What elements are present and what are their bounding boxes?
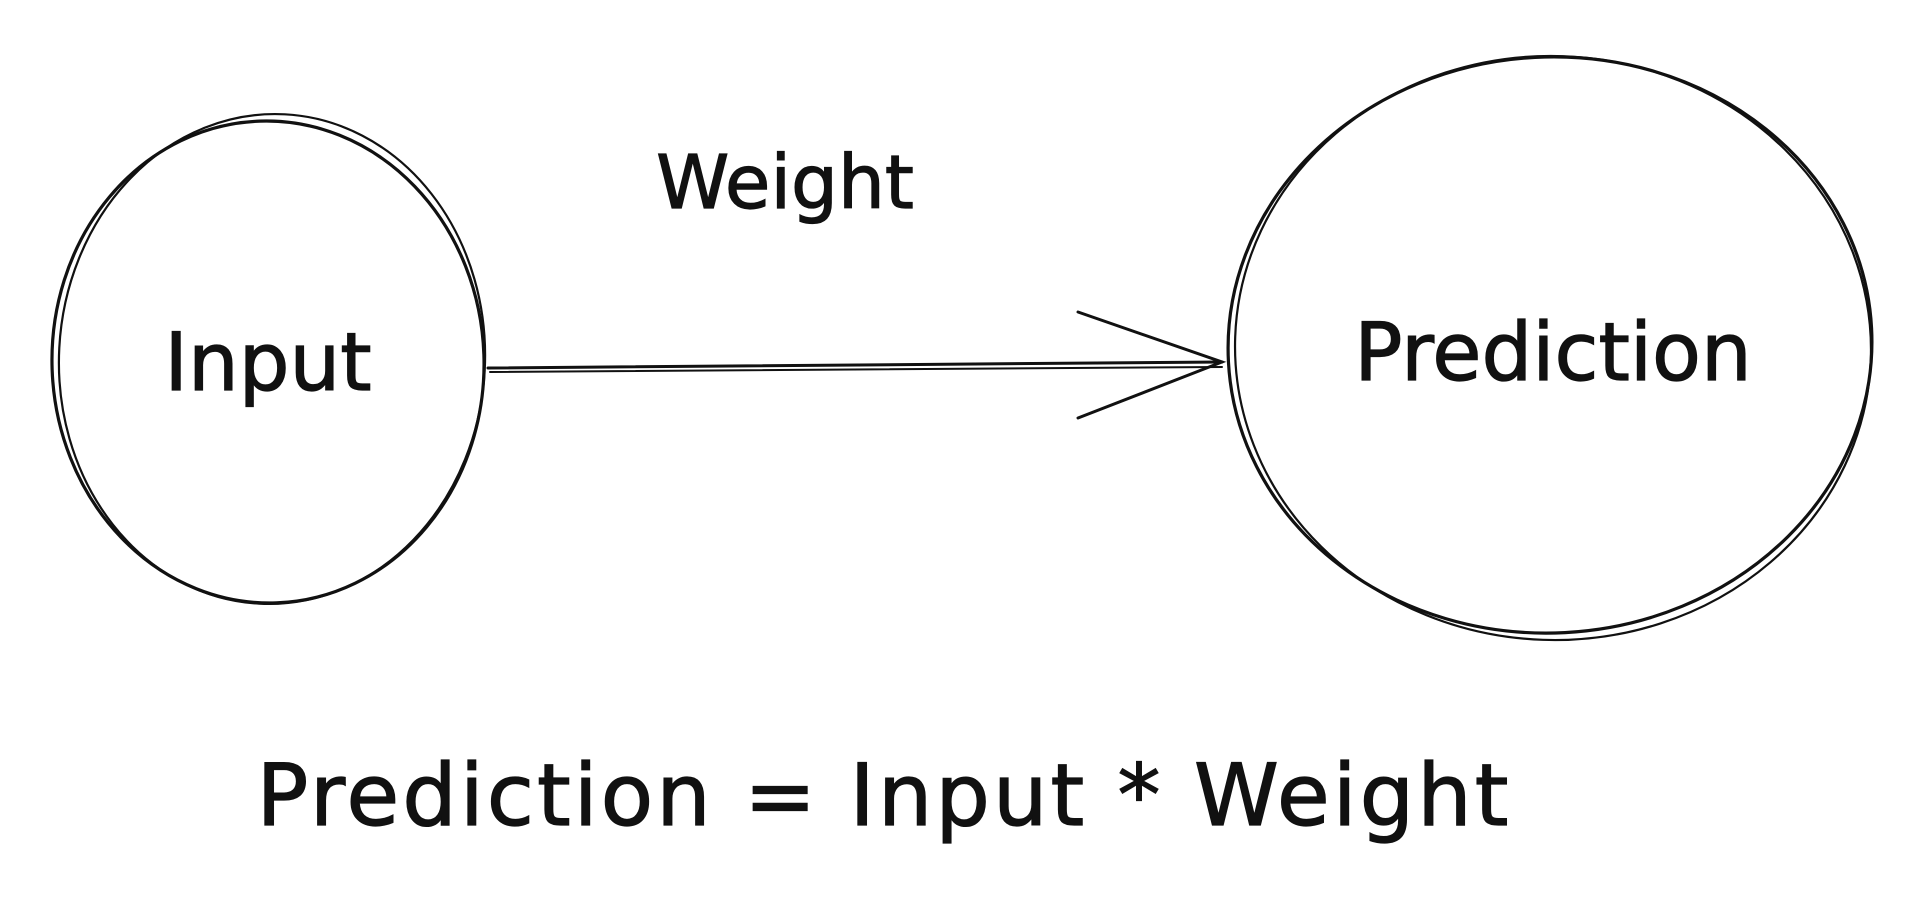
edge-line bbox=[486, 360, 1224, 370]
node-input: Input bbox=[50, 112, 487, 606]
node-input-circle-stroke2 bbox=[57, 112, 487, 606]
node-input-label: Input bbox=[164, 316, 371, 409]
edge-line-stroke2 bbox=[489, 366, 1223, 373]
arrowhead-icon bbox=[1076, 310, 1227, 420]
node-prediction: Prediction bbox=[1226, 54, 1874, 642]
edge-weight-label: Weight bbox=[656, 140, 914, 226]
formula-text: Prediction = Input * Weight bbox=[257, 746, 1512, 846]
edge-input-prediction: Weight bbox=[486, 139, 1227, 420]
node-prediction-circle-stroke2 bbox=[1233, 54, 1873, 642]
node-prediction-label: Prediction bbox=[1354, 306, 1751, 399]
